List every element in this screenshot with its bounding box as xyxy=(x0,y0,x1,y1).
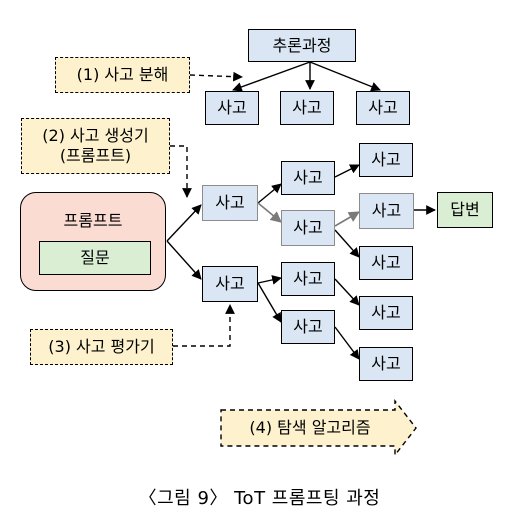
thought-node-level3-4: 사고 xyxy=(359,296,413,330)
edge-b1-leaf xyxy=(334,278,360,306)
question-box: 질문 xyxy=(39,241,151,275)
figure-caption: 〈그림 9〉 ToT 프롬프팅 과정 xyxy=(138,488,381,509)
thought-node-level3-3: 사고 xyxy=(359,246,413,280)
thought-node-level3-selected: 사고 xyxy=(359,193,414,229)
thought-node-level3-1: 사고 xyxy=(359,143,413,177)
note-thought-generator: (2) 사고 생성기 (프롬프트) xyxy=(21,118,170,174)
edge-b-b2 xyxy=(257,282,282,323)
edge-b2-leaf xyxy=(334,326,360,360)
thought-node-level3-5: 사고 xyxy=(359,347,413,381)
note-thought-generator-line2: (프롬프트) xyxy=(59,146,132,165)
edge-a2-leaf xyxy=(334,229,360,258)
edge-decompose-note xyxy=(189,71,243,82)
thought-node-level2-a1: 사고 xyxy=(281,161,335,195)
edge-root-thought-1 xyxy=(232,61,311,92)
thought-node-top-3: 사고 xyxy=(356,91,410,125)
edge-a1-leaf xyxy=(334,164,360,178)
edge-root-thought-3 xyxy=(309,61,381,92)
prompt-box: 프롬프트 질문 xyxy=(20,192,166,291)
search-algorithm-label: (4) 탐색 알고리즘 xyxy=(249,418,371,437)
edge-a-a1 xyxy=(257,183,282,204)
thought-node-top-2: 사고 xyxy=(280,91,334,125)
thought-node-level1-a: 사고 xyxy=(202,185,258,221)
search-arrow-shape xyxy=(220,398,417,458)
edge-a2-selected xyxy=(334,211,360,227)
prompt-title: 프롬프트 xyxy=(63,211,123,230)
root-node-reasoning-process: 추론과정 xyxy=(248,29,356,62)
edge-prompt-thought-a xyxy=(166,204,202,242)
edge-a-a2 xyxy=(257,202,282,223)
thought-node-level2-a2: 사고 xyxy=(281,210,335,246)
note-thought-decomposition: (1) 사고 분해 xyxy=(55,57,190,93)
thought-node-top-1: 사고 xyxy=(205,91,259,125)
thought-node-level2-b2: 사고 xyxy=(281,310,335,344)
edge-prompt-thought-b xyxy=(166,240,202,280)
edge-evaluator-note xyxy=(173,304,235,347)
note-thought-evaluator: (3) 사고 평가기 xyxy=(30,329,173,365)
thought-node-level2-b1: 사고 xyxy=(281,262,335,296)
thought-node-level1-b: 사고 xyxy=(202,266,258,302)
answer-node: 답변 xyxy=(437,192,493,228)
edge-generator-note xyxy=(170,145,192,198)
note-thought-generator-line1: (2) 사고 생성기 xyxy=(42,126,149,145)
edge-b-b1 xyxy=(257,275,282,285)
